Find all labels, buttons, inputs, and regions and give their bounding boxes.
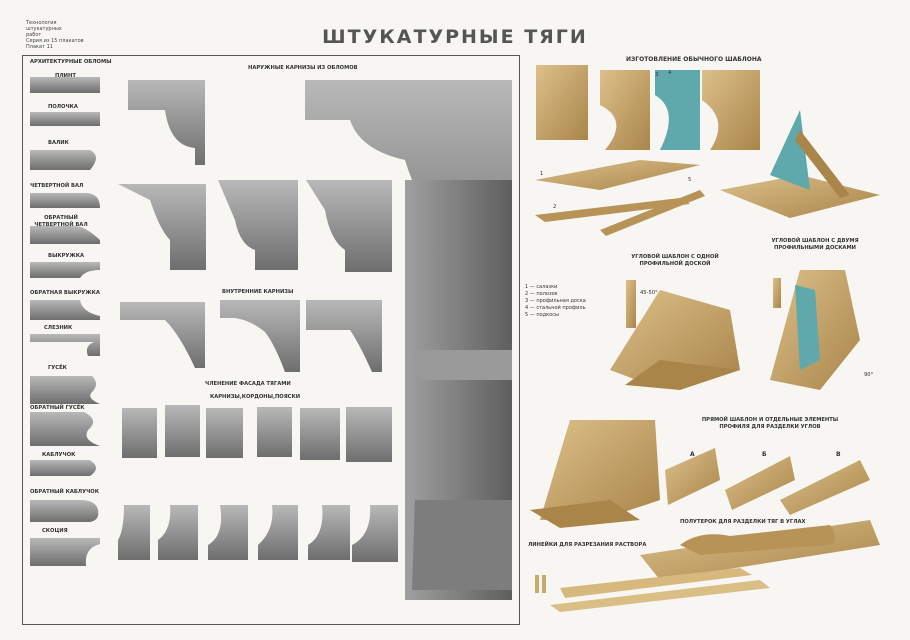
swatch-plint [30, 77, 100, 93]
swatch-cove [30, 262, 100, 278]
angle-45-label: 45-50° [640, 290, 658, 296]
straight-template [530, 420, 870, 528]
template-header: ИЗГОТОВЛЕНИЕ ОБЫЧНОГО ШАБЛОНА [626, 56, 762, 63]
swatch-reverse-cove [30, 300, 100, 320]
molding-label: ЧЕТВЕРТНОЙ ВАЛ [30, 183, 84, 189]
template-making [535, 65, 880, 236]
swatch-reverse-quarter [30, 226, 100, 244]
variant-b: Б [762, 451, 767, 458]
outer-cornices [118, 80, 512, 600]
facade-row-2 [118, 505, 398, 562]
facade-row-1 [122, 405, 392, 462]
swatch-kabluchok [30, 460, 96, 476]
molding-label: ВЫКРУЖКА [48, 253, 84, 259]
molding-label: ПОЛОЧКА [48, 104, 78, 110]
inner-cornices-label: ВНУТРЕННИЕ КАРНИЗЫ [222, 289, 294, 295]
molding-label: ОБРАТНАЯ ВЫКРУЖКА [30, 290, 100, 296]
poster-title: ШТУКАТУРНЫЕ ТЯГИ [322, 26, 588, 48]
molding-label: КАБЛУЧОК [42, 452, 76, 458]
rules-label: ЛИНЕЙКИ ДЛЯ РАЗРЕЗАНИЯ РАСТВОРА [528, 542, 647, 548]
molding-label: СКОЦИЯ [42, 528, 68, 534]
callout-4: 4 [668, 70, 672, 76]
molding-label: ОБРАТНЫЙ ЧЕТВЕРТНОЙ ВАЛ [34, 215, 88, 228]
outer-cornices-label: НАРУЖНЫЕ КАРНИЗЫ ИЗ ОБЛОМОВ [248, 65, 358, 71]
swatch-scotia [30, 538, 100, 566]
legend: 1 — салазки 2 — полозок 3 — профильная д… [525, 284, 586, 318]
facade-label: ЧЛЕНЕНИЕ ФАСАДА ТЯГАМИ [205, 381, 291, 387]
swatch-quarter-round [30, 193, 100, 208]
swatch-valik [30, 150, 96, 170]
variant-a: А [690, 451, 695, 458]
moldings-header: АРХИТЕКТУРНЫЕ ОБЛОМЫ [30, 59, 112, 65]
molding-label: СЛЕЗНИК [44, 325, 73, 331]
swatch-drip [30, 334, 100, 356]
callout-3: 3 [655, 72, 659, 78]
swatch-polochka [30, 112, 100, 126]
corner-templates [610, 270, 860, 390]
trowel-label: ПОЛУТЕРОК ДЛЯ РАЗДЕЛКИ ТЯГ В УГЛАХ [680, 519, 806, 525]
callout-1: 1 [540, 171, 544, 177]
swatch-reverse-gusek [30, 412, 100, 446]
angle-90-label: 90° [864, 372, 874, 378]
inner-cornices [120, 300, 382, 372]
molding-swatches [30, 77, 100, 566]
molding-label: ГУСЁК [48, 365, 67, 371]
left-panel-frame [22, 55, 520, 625]
molding-label: ПЛИНТ [55, 73, 76, 79]
straight-template-label: ПРЯМОЙ ШАБЛОН И ОТДЕЛЬНЫЕ ЭЛЕМЕНТЫ ПРОФИ… [701, 417, 839, 430]
callout-2: 2 [553, 204, 557, 210]
corner-two-label: УГЛОВОЙ ШАБЛОН С ДВУМЯ ПРОФИЛЬНЫМИ ДОСКА… [771, 238, 859, 251]
corner-one-label: УГЛОВОЙ ШАБЛОН С ОДНОЙ ПРОФИЛЬНОЙ ДОСКОЙ [631, 254, 719, 267]
swatch-reverse-kabluchok [30, 500, 99, 522]
molding-label: ОБРАТНЫЙ КАБЛУЧОК [30, 489, 99, 495]
variant-v: В [836, 451, 841, 458]
trowel-and-rules [535, 520, 880, 612]
facade-sub-label: КАРНИЗЫ,КОРДОНЫ,ПОЯСКИ [210, 394, 301, 400]
molding-label: ОБРАТНЫЙ ГУСЁК [30, 405, 85, 411]
callout-5: 5 [688, 177, 692, 183]
molding-label: ВАЛИК [48, 140, 69, 146]
swatch-gusek [30, 376, 100, 404]
